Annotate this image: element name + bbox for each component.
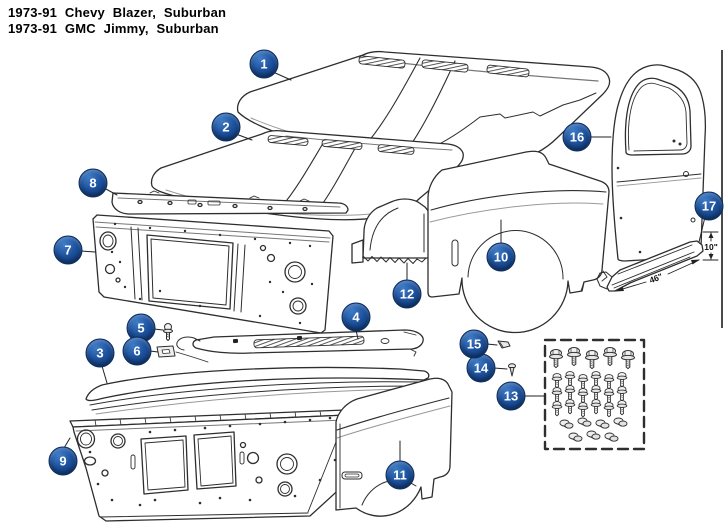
callout-7-radiator-core-support[interactable]: 7 xyxy=(53,235,83,265)
title-line-2: 1973-91 GMC Jimmy, Suburban xyxy=(8,21,219,36)
core-support-9-art xyxy=(69,409,352,522)
tie-bar-8-art xyxy=(111,190,349,215)
title-line-1: 1973-91 Chevy Blazer, Suburban xyxy=(8,5,227,20)
bolt-5-icon xyxy=(163,323,173,341)
page-title: 1973-91 Chevy Blazer, Suburban 1973-91 G… xyxy=(8,5,226,37)
fender-10-art xyxy=(427,150,610,334)
callout-16-door-shell[interactable]: 16 xyxy=(562,122,592,152)
window-edge-line xyxy=(721,50,723,328)
rocker-height-dimension: 10" xyxy=(704,242,718,252)
screw-14-icon xyxy=(508,363,516,377)
callout-13-hardware-bolt-kit[interactable]: 13 xyxy=(496,381,526,411)
hood-2-art xyxy=(150,129,464,221)
callout-15-retainer-clip[interactable]: 15 xyxy=(459,329,489,359)
callout-11-front-fender-lower[interactable]: 11 xyxy=(385,460,415,490)
hood-3-art xyxy=(85,366,430,415)
callout-leader-lines xyxy=(63,71,706,463)
callout-9-radiator-core-support-lower[interactable]: 9 xyxy=(48,446,78,476)
callout-1-hood-panel-upper[interactable]: 1 xyxy=(249,49,279,79)
callout-10-front-fender[interactable]: 10 xyxy=(486,242,516,272)
callout-8-upper-tie-bar[interactable]: 8 xyxy=(78,168,108,198)
callout-17-rocker-panel[interactable]: 17 xyxy=(694,191,724,221)
clip-15-icon xyxy=(497,340,511,349)
callout-3-hood-panel-lower[interactable]: 3 xyxy=(85,338,115,368)
callout-12-inner-fender-splash-shield[interactable]: 12 xyxy=(392,279,422,309)
callout-2-hood-panel[interactable]: 2 xyxy=(211,112,241,142)
fender-11-art xyxy=(335,377,453,517)
clip-6-icon xyxy=(156,345,176,358)
rocker-length-dimension: 46" xyxy=(648,271,664,285)
cowl-vent-4-art xyxy=(175,329,424,363)
rocker-dimension-art xyxy=(615,231,719,292)
callout-4-cowl-vent-panel[interactable]: 4 xyxy=(341,302,371,332)
callout-6-clip-nut[interactable]: 6 xyxy=(122,336,152,366)
rocker-17-art xyxy=(596,240,704,292)
door-16-art xyxy=(611,64,707,262)
hardware-box-13-art xyxy=(543,338,646,451)
core-support-7-art xyxy=(92,214,334,334)
